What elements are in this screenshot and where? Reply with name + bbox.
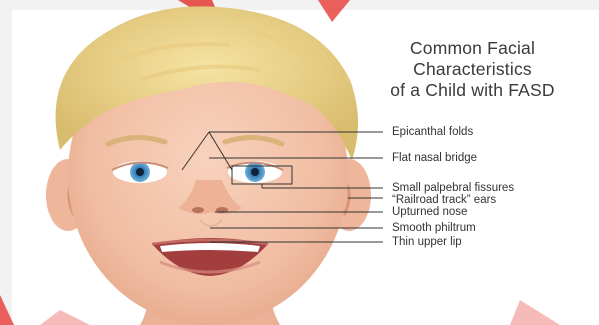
label-flat-nasal-bridge: Flat nasal bridge [392,152,477,165]
diagram-title: Common Facial Characteristics of a Child… [350,38,595,101]
label-epicanthal-folds: Epicanthal folds [392,126,473,139]
title-line-2: Characteristics [350,59,595,80]
label-smooth-philtrum: Smooth philtrum [392,222,476,235]
title-line-1: Common Facial [350,38,595,59]
title-line-3: of a Child with FASD [350,80,595,101]
label-upturned-nose: Upturned nose [392,206,467,219]
label-thin-upper-lip: Thin upper lip [392,236,462,249]
